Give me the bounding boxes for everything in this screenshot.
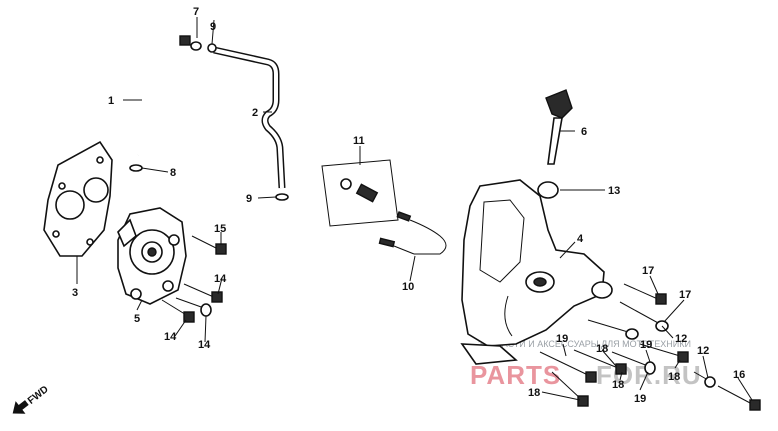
callout-5: 5: [134, 313, 140, 325]
callout-11: 11: [353, 135, 365, 147]
callout-numbers: 1 2 3 4 5 6 7 8 9 9 10 11 12 12 13 14 14…: [72, 6, 745, 405]
watermark-tagline: ЗАПЧАСТИ И АКСЕССУАРЫ ДЛЯ МОТОТЕХНИКИ: [478, 339, 691, 349]
crankcase-cover-4: [460, 179, 613, 365]
sensor-kit-11: [321, 159, 399, 227]
bolt-14-head-a: [211, 291, 223, 303]
clip-8: [129, 164, 143, 172]
callout-14c: 14: [214, 273, 227, 285]
callout-9a: 9: [210, 21, 216, 33]
callout-1: 1: [108, 95, 114, 107]
washer-12-a: [625, 328, 639, 340]
callout-17a: 17: [642, 265, 654, 277]
bolt-17-head-a: [655, 293, 667, 305]
callout-19b: 19: [634, 393, 646, 405]
callout-17b: 17: [679, 289, 691, 301]
fwd-arrow-icon: [12, 400, 29, 414]
callout-7: 7: [193, 6, 199, 18]
callout-3: 3: [72, 287, 78, 299]
callout-14a: 14: [164, 331, 177, 343]
callout-19a: 19: [556, 333, 568, 345]
o-ring-13: [537, 181, 559, 199]
fwd-label: FWD: [26, 384, 51, 407]
callout-13: 13: [608, 185, 620, 197]
callout-16: 16: [733, 369, 745, 381]
bolt-18-head-b: [615, 363, 627, 375]
breather-tube-2: [213, 46, 286, 189]
callout-6: 6: [581, 126, 587, 138]
bolt-18-head-a: [585, 371, 597, 383]
washer-12-b: [704, 376, 716, 388]
callout-10: 10: [402, 281, 414, 293]
callout-18b: 18: [596, 343, 608, 355]
watermark-brand-left: PARTS: [470, 360, 561, 390]
washer-19: [644, 361, 656, 375]
hose-clips: [129, 41, 289, 201]
washer-14: [200, 303, 212, 317]
callout-19c: 19: [640, 339, 652, 351]
bolt-15-head: [215, 243, 227, 255]
clip-9-bottom: [275, 193, 289, 201]
pump-bolts: [161, 235, 227, 323]
clip-9-top: [207, 43, 217, 53]
dipstick-6: [545, 89, 573, 165]
callout-18d: 18: [668, 371, 680, 383]
callout-18a: 18: [528, 387, 540, 399]
water-pump-5: [117, 207, 187, 305]
callout-15: 15: [214, 223, 226, 235]
callout-9b: 9: [246, 193, 252, 205]
gasket-3: [43, 140, 113, 257]
cover-bolts: [539, 283, 761, 411]
bolt-18-head-c: [677, 351, 689, 363]
bolt-16-head: [749, 399, 761, 411]
callout-18c: 18: [612, 379, 624, 391]
bolt-14-head-b: [183, 311, 195, 323]
bolt-18-head-d: [577, 395, 589, 407]
callout-4: 4: [577, 233, 584, 245]
breather-tube-1: [133, 35, 191, 156]
fwd-orientation-marker: FWD: [12, 384, 51, 414]
callout-8: 8: [170, 167, 176, 179]
tube-end-fitting: [179, 35, 191, 46]
callout-12b: 12: [697, 345, 709, 357]
callout-2: 2: [252, 107, 258, 119]
sensor-wire-10: [378, 211, 447, 255]
leader-lines: [76, 17, 753, 401]
clip-7: [190, 41, 202, 51]
callout-12a: 12: [675, 333, 687, 345]
callout-14b: 14: [198, 339, 211, 351]
